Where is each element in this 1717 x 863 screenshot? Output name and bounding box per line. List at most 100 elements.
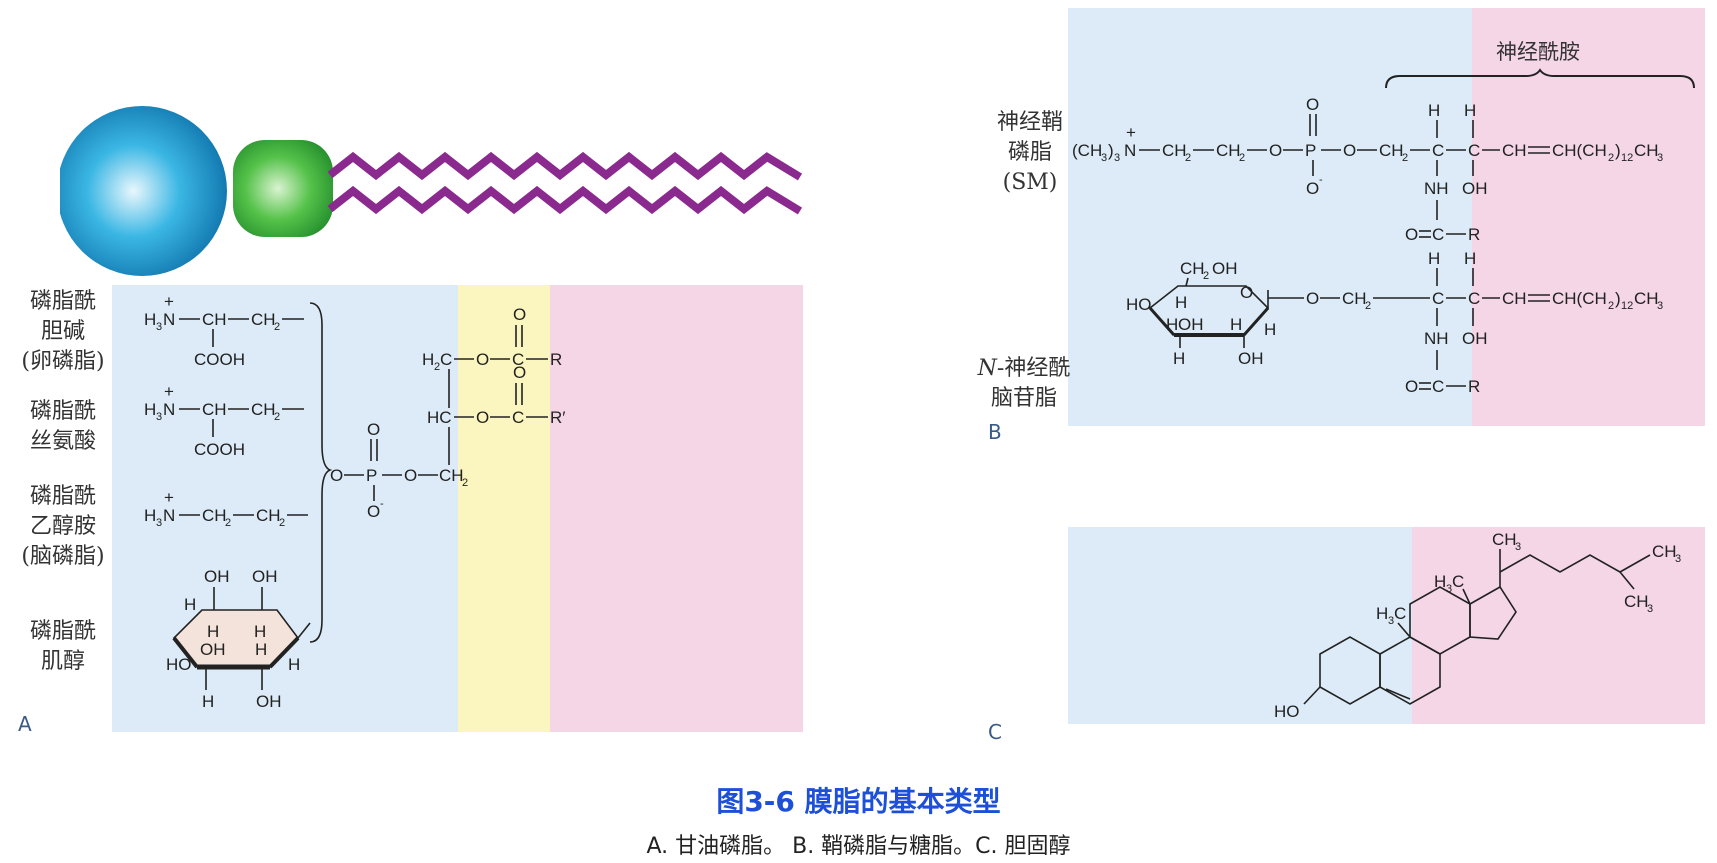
svg-text:O: O [404,466,417,485]
svg-text:CH: CH [202,310,227,329]
svg-text:CH: CH [251,400,276,419]
svg-text:3: 3 [1657,300,1663,312]
svg-text:2: 2 [225,517,231,529]
svg-text:H: H [254,622,266,641]
label-phosphatidylcholine: 磷脂酰 胆碱 (卵磷脂) [21,289,105,374]
svg-text:3: 3 [1101,152,1107,164]
svg-text:P: P [1305,141,1316,160]
svg-text:O: O [1343,141,1356,160]
svg-text:C: C [1394,604,1406,623]
svg-text:OH: OH [1212,259,1238,278]
svg-text:NH: NH [1424,179,1449,198]
svg-text:2: 2 [1608,152,1614,164]
svg-text:H: H [1264,320,1276,339]
svg-text:N: N [163,310,175,329]
svg-text:H: H [1175,293,1187,312]
svg-text:R: R [1468,377,1480,396]
svg-text:NH: NH [1424,329,1449,348]
panel-a-letter: A [18,712,32,736]
phosphate-group: O P O O - O [330,420,438,521]
svg-text:O: O [476,408,489,427]
svg-text:C: C [1432,225,1444,244]
svg-text:C: C [1468,141,1480,160]
svg-text:2: 2 [279,517,285,529]
svg-text:3: 3 [156,411,162,423]
svg-text:C: C [1432,289,1444,308]
svg-text:2: 2 [1402,152,1408,164]
svg-text:C: C [512,350,524,369]
svg-text:O: O [367,502,380,521]
svg-text:CH: CH [1216,141,1241,160]
svg-text:CH: CH [439,466,464,485]
svg-text:H: H [1166,315,1178,334]
panel-c-hydrophobic-band [1412,527,1705,724]
svg-text:H: H [1173,349,1185,368]
svg-text:CH: CH [202,506,227,525]
svg-text:O: O [1269,141,1282,160]
svg-text:CH: CH [256,506,281,525]
svg-text:+: + [164,292,174,311]
svg-text:3: 3 [156,321,162,333]
svg-text:OH: OH [1462,329,1488,348]
cerebroside-prefix: N [977,356,997,381]
svg-text:R: R [1468,225,1480,244]
svg-text:CH: CH [1162,141,1187,160]
panel-b-letter: B [988,420,1002,444]
svg-text:COOH: COOH [194,350,245,369]
svg-text:CH: CH [1652,542,1677,561]
lipid-cartoon [60,106,803,276]
svg-text:H: H [184,595,196,614]
svg-text:3: 3 [1657,152,1663,164]
svg-text:CH: CH [1634,141,1659,160]
fatty-acid-tail-1 [327,151,803,181]
svg-text:12: 12 [1621,300,1633,312]
figure-title: 图3-6 膜脂的基本类型 [716,785,1001,818]
svg-text:OH: OH [1238,349,1264,368]
svg-text:H: H [1376,604,1388,623]
svg-text:CH: CH [1634,289,1659,308]
svg-text:CH: CH [1342,289,1367,308]
svg-text:OH: OH [256,692,282,711]
svg-text:CH: CH [1379,141,1404,160]
svg-text:2: 2 [1365,300,1371,312]
svg-text:2: 2 [1239,152,1245,164]
svg-text:): ) [1108,141,1114,160]
svg-text:C: C [1468,289,1480,308]
panel-b-hydrophobic-band [1472,8,1705,426]
label-cerebroside: N-神经酰 脑苷脂 [962,324,1086,414]
svg-text:H: H [207,622,219,641]
svg-text:OH: OH [252,567,278,586]
glycerol-block [233,140,333,237]
cerebroside-label: -神经酰 脑苷脂 [990,356,1071,411]
svg-text:O: O [1306,95,1319,114]
svg-text:H: H [422,350,434,369]
svg-text:N: N [163,400,175,419]
svg-text:): ) [1615,141,1621,160]
svg-text:C: C [440,350,452,369]
svg-text:2: 2 [1608,300,1614,312]
svg-text:H: H [1230,315,1242,334]
svg-text:3: 3 [1515,541,1521,553]
svg-text:O: O [1306,179,1319,198]
svg-text:H: H [1464,101,1476,120]
svg-text:H: H [1428,101,1440,120]
fatty-acid-tail-2 [327,185,803,215]
svg-text:3: 3 [1388,615,1394,627]
svg-text:2: 2 [274,411,280,423]
svg-text:HO: HO [166,655,192,674]
svg-text:O: O [1405,225,1418,244]
svg-text:3: 3 [1647,603,1653,615]
svg-text:3: 3 [1446,583,1452,595]
svg-text:C: C [1452,572,1464,591]
panel-b-structures: (CH3)3 N+ CH2 CH2 O P O O- O CH2 C H NH … [1072,95,1663,396]
svg-text:(CH: (CH [1072,141,1102,160]
svg-text:2: 2 [1203,270,1209,282]
svg-text:HC: HC [427,408,452,427]
svg-text:+: + [1126,123,1136,142]
svg-text:C: C [512,408,524,427]
svg-text:N: N [163,506,175,525]
